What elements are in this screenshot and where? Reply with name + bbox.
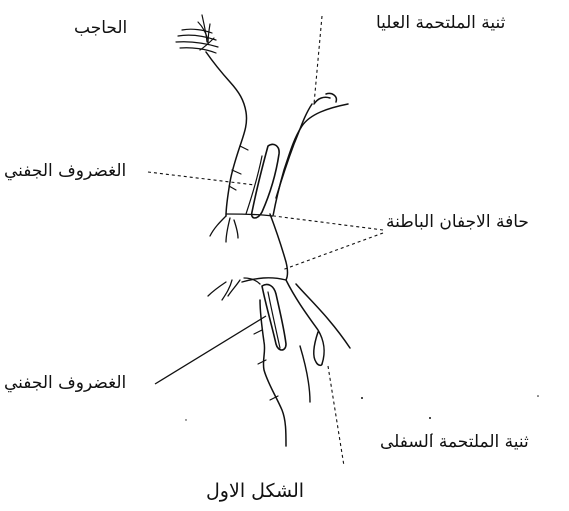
label-inner-lid-margin: حافة الاجفان الباطنة [386,214,529,231]
leader-tarsal-lower [155,316,266,384]
label-upper-tarsal-plate: الغضروف الجفني [4,163,126,180]
upper-lid-skin [206,52,247,216]
leader-tarsal-upper [148,172,255,185]
leader-margin-upper [274,216,383,230]
cornea-curve [270,214,288,280]
lower-conjunctiva [286,280,324,364]
leader-margin-lower [282,233,383,270]
label-eyebrow: الحاجب [74,20,127,37]
lower-tarsal-plate [262,284,286,350]
label-upper-conjunctival-fold: ثنية الملتحمة العليا [376,15,505,32]
figure-caption: الشكل الاول [206,482,304,501]
upper-conjunctiva [273,104,348,216]
label-lower-tarsal-plate: الغضروف الجفني [4,375,126,392]
leader-lower-fold [328,366,344,466]
label-lower-conjunctival-fold: ثنية الملتحمة السفلى [380,434,529,451]
eyebrow-hairs [176,15,218,53]
leader-upper-fold [314,16,322,104]
